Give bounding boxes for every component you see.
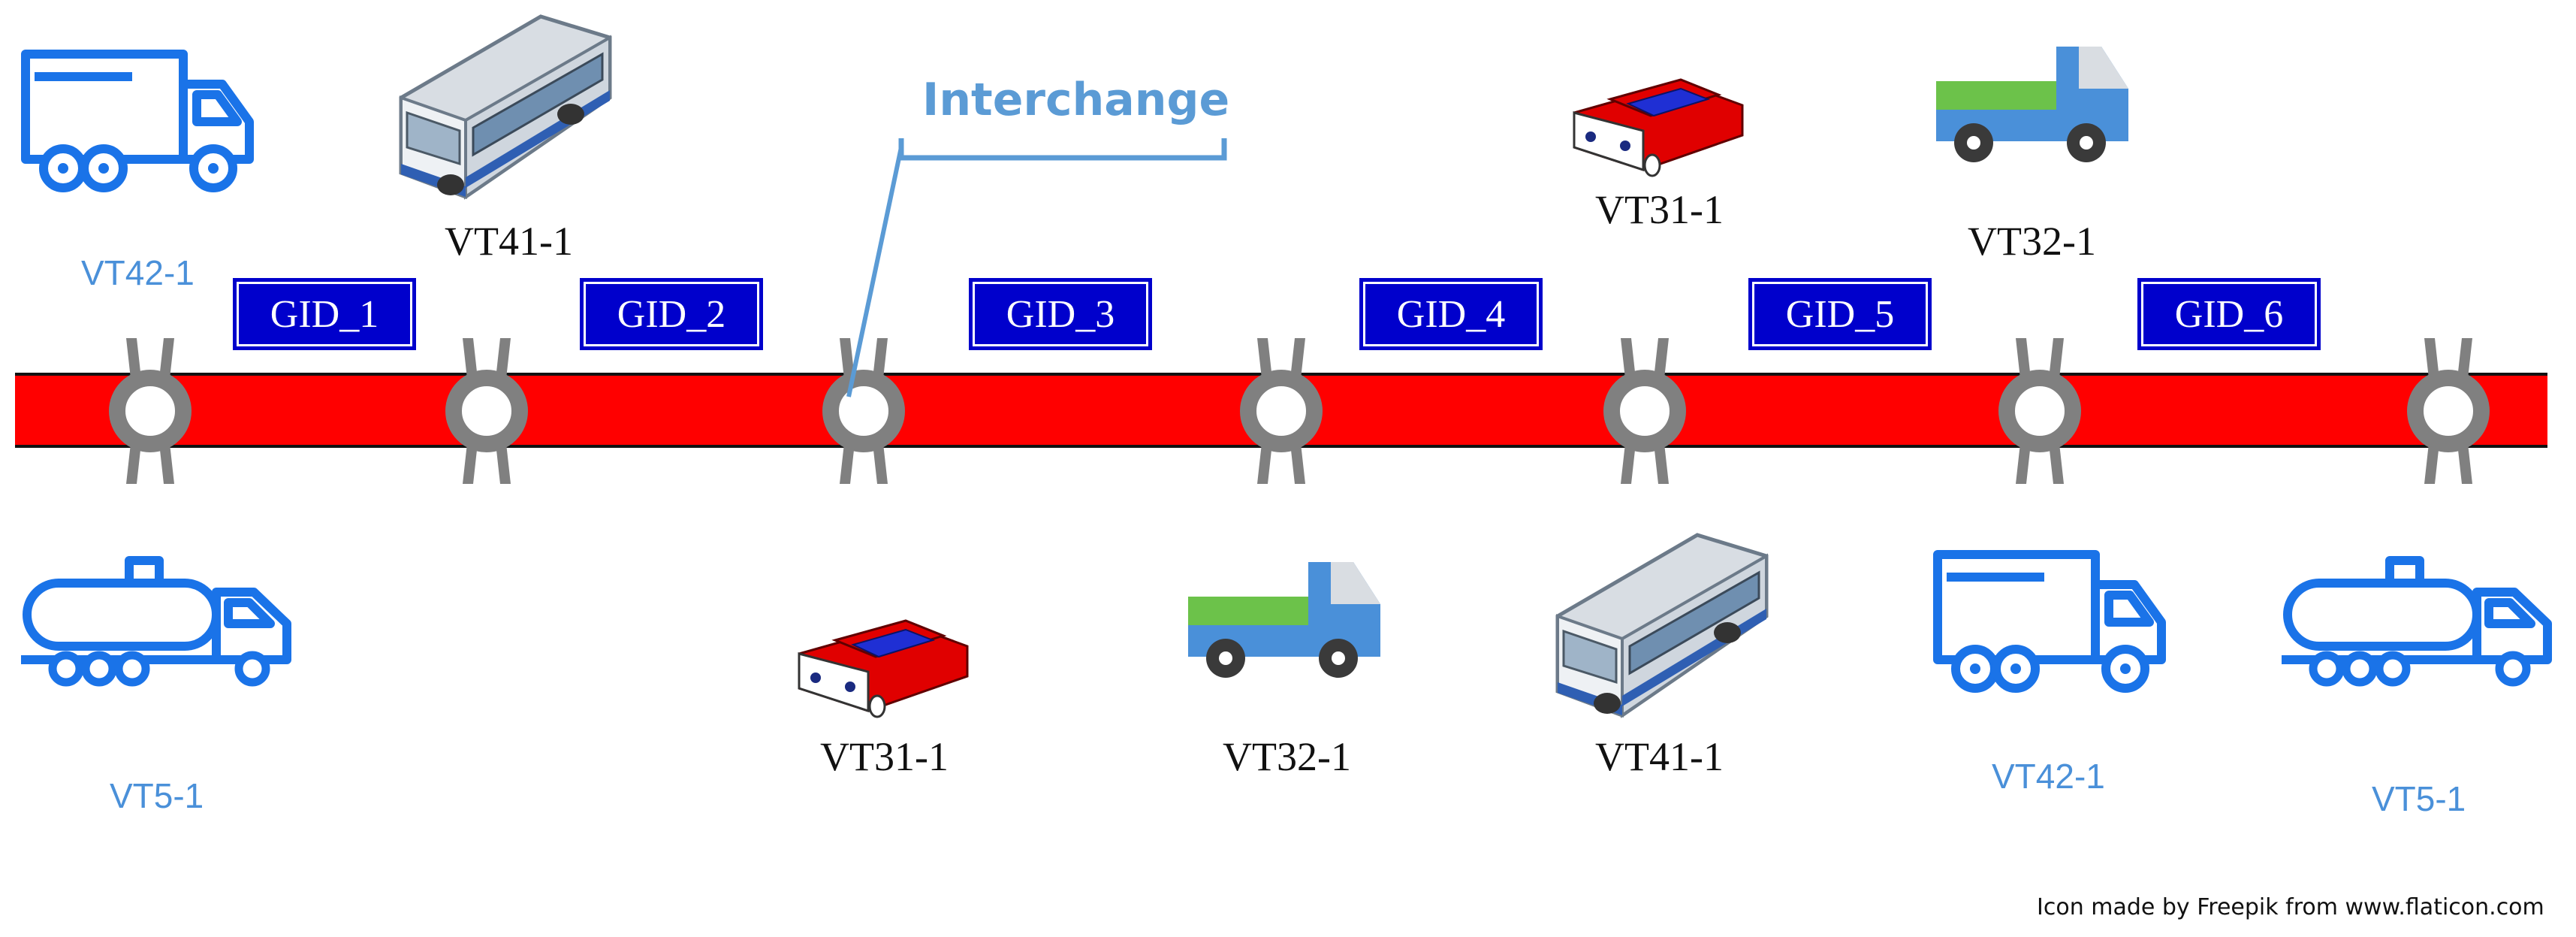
segment-label: GID_6 <box>2141 282 2317 346</box>
car-icon <box>1568 53 1748 180</box>
segment-box-3: GID_3 <box>969 278 1152 350</box>
interchange-icon <box>1603 338 1686 484</box>
car-icon <box>793 594 973 721</box>
box-truck-icon <box>20 47 260 197</box>
pickup-truck-icon <box>1184 558 1386 685</box>
vehicle-label: VT5-1 <box>110 776 204 815</box>
segment-box-4: GID_4 <box>1359 278 1543 350</box>
vehicle-label: VT42-1 <box>1992 757 2105 796</box>
segment-box-1: GID_1 <box>233 278 416 350</box>
vehicle-label: VT32-1 <box>1968 219 2096 264</box>
vehicle-label: VT31-1 <box>1595 187 1724 232</box>
interchange-node-4 <box>1229 332 1334 490</box>
vehicle-label: VT41-1 <box>1595 734 1724 779</box>
vehicle-label: VT42-1 <box>81 253 195 292</box>
vehicle-label: VT41-1 <box>445 219 573 264</box>
pickup-truck-icon <box>1932 42 2134 170</box>
interchange-node-1 <box>98 332 203 490</box>
segment-label: GID_2 <box>584 282 759 346</box>
interchange-icon <box>445 338 528 484</box>
segment-box-2: GID_2 <box>580 278 763 350</box>
bus-icon <box>1547 526 1772 721</box>
segment-label: GID_1 <box>237 282 412 346</box>
segment-label: GID_4 <box>1363 282 1539 346</box>
bus-icon <box>391 8 616 203</box>
tanker-truck-icon <box>17 549 302 691</box>
vehicle-label: VT31-1 <box>820 734 949 779</box>
segment-box-5: GID_5 <box>1748 278 1932 350</box>
interchange-node-6 <box>1987 332 2092 490</box>
vehicle-label: VT5-1 <box>2372 779 2466 818</box>
interchange-icon <box>2407 338 2490 484</box>
segment-label: GID_3 <box>973 282 1148 346</box>
interchange-icon <box>1998 338 2081 484</box>
interchange-label: Interchange <box>922 74 1230 126</box>
box-truck-icon <box>1932 547 2172 697</box>
interchange-icon <box>109 338 192 484</box>
segment-box-6: GID_6 <box>2137 278 2321 350</box>
interchange-node-2 <box>434 332 539 490</box>
interchange-node-5 <box>1592 332 1697 490</box>
icon-credit: Icon made by Freepik from www.flaticon.c… <box>2037 894 2544 920</box>
segment-label: GID_5 <box>1752 282 1928 346</box>
vehicle-label: VT32-1 <box>1223 734 1351 779</box>
interchange-icon <box>1240 338 1323 484</box>
interchange-node-7 <box>2396 332 2501 490</box>
tanker-truck-icon <box>2277 549 2562 691</box>
